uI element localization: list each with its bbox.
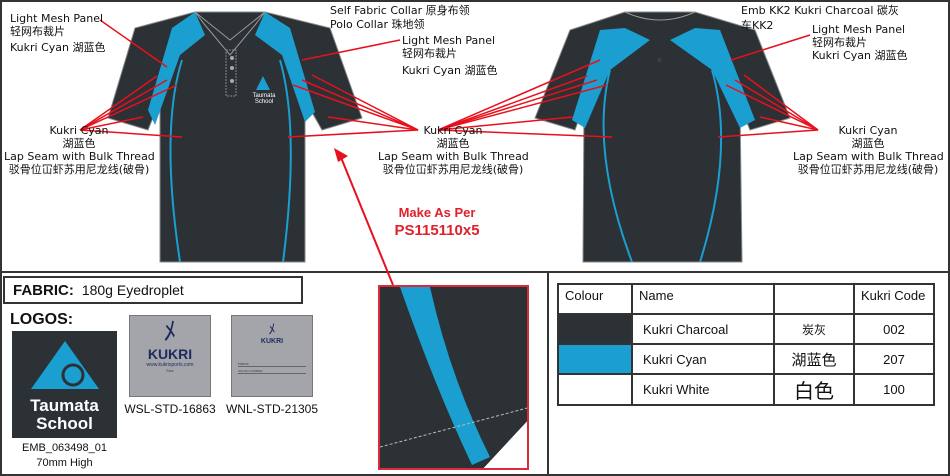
back-shirt: K (534, 11, 791, 263)
colour-table: Colour Name Kukri Code Kukri Charcoal 炭灰… (557, 283, 935, 406)
colour-code: 207 (853, 343, 935, 375)
fabric-spec: FABRIC:180g Eyedroplet (3, 276, 303, 304)
colour-swatch (557, 313, 633, 345)
arrow-head-icon (334, 148, 348, 162)
colour-swatch (557, 373, 633, 406)
chest-logo-text: Taumata (252, 93, 276, 99)
table-row: Kukri Charcoal 炭灰 002 (557, 313, 935, 345)
colour-name-cn: 湖蓝色 (773, 343, 855, 375)
colour-name: Kukri Charcoal (631, 313, 775, 345)
col-header: Kukri Code (853, 283, 935, 315)
colour-code: 002 (853, 313, 935, 345)
colour-code: 100 (853, 373, 935, 406)
woven-name-label: ﾒ KUKRI Name SQUAD NUMBER (231, 315, 313, 397)
logo-code: WSL-STD-16863 (124, 402, 216, 416)
front-shirt: Taumata School (107, 11, 363, 263)
colour-name: Kukri White (631, 373, 775, 406)
svg-text:K: K (658, 57, 663, 64)
col-header (773, 283, 855, 315)
table-row: Kukri Cyan 湖蓝色 207 (557, 343, 935, 375)
colour-name: Kukri Cyan (631, 343, 775, 375)
logos-title: LOGOS: (10, 311, 74, 328)
woven-size-label: ﾒ KUKRI www.kukrisports.com Size (129, 315, 211, 397)
emb-label: Emb KK2 Kukri Charcoal 碳灰车KK2 (741, 4, 899, 32)
divider (0, 271, 950, 273)
colour-name-cn: 炭灰 (773, 313, 855, 345)
annotation-lines (79, 19, 819, 286)
logo-code: WNL-STD-21305 (225, 402, 319, 416)
divider (547, 271, 549, 476)
col-header: Colour (557, 283, 633, 315)
colour-swatch (557, 343, 633, 375)
sleeve-detail-sketch (378, 285, 529, 470)
col-header: Name (631, 283, 775, 315)
logo-size-note: 70mm High (36, 457, 93, 469)
table-row: Kukri White 白色 100 (557, 373, 935, 406)
logo-code: EMB_063498_01 (21, 442, 107, 454)
school-logo: Taumata School (12, 331, 117, 438)
colour-name-cn: 白色 (773, 373, 855, 406)
svg-text:School: School (255, 99, 273, 105)
